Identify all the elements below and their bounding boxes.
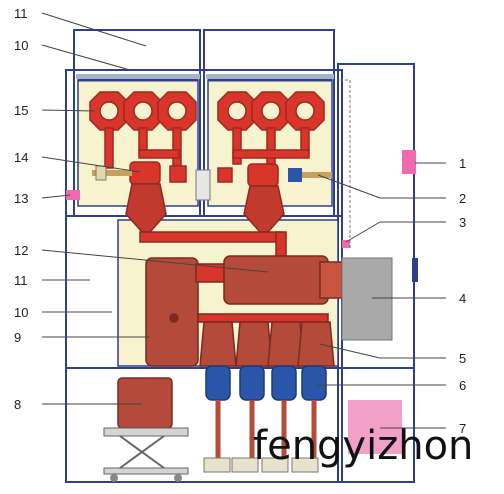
callout-label: 7: [459, 421, 466, 436]
callout-label: 6: [459, 378, 466, 393]
callout-label: 10: [14, 305, 28, 320]
watermark-text: fengyizhon: [253, 423, 474, 469]
circuit-breaker: [145, 255, 343, 367]
callout-label: 3: [459, 215, 466, 230]
callout-label: 9: [14, 330, 21, 345]
main-busbars-left: [89, 91, 197, 185]
callout-label: 13: [14, 191, 28, 206]
callout-label: 10: [14, 38, 28, 53]
cable-terminations: [199, 321, 335, 473]
voltage-transformer-truck: [103, 377, 189, 482]
callout-label: 1: [459, 156, 466, 171]
callouts-right: 1 2 3 4 5 6 7: [459, 156, 466, 436]
callout-label: 5: [459, 351, 466, 366]
callout-label: 11: [14, 6, 28, 21]
leader-lines: [41, 12, 446, 429]
callouts-left: 11 10 15 14 13 12 11 10 9 8: [14, 6, 28, 412]
callout-label: 12: [14, 243, 28, 258]
callout-label: 8: [14, 397, 21, 412]
bushings: [125, 183, 287, 263]
callout-label: 15: [14, 103, 28, 118]
callout-label: 14: [14, 150, 28, 165]
callout-label: 2: [459, 191, 466, 206]
main-busbars-right: [217, 91, 325, 187]
bus-connections: [92, 165, 332, 201]
callout-label: 11: [14, 273, 28, 288]
auxiliary-devices: [66, 79, 418, 454]
callout-label: 4: [459, 291, 466, 306]
